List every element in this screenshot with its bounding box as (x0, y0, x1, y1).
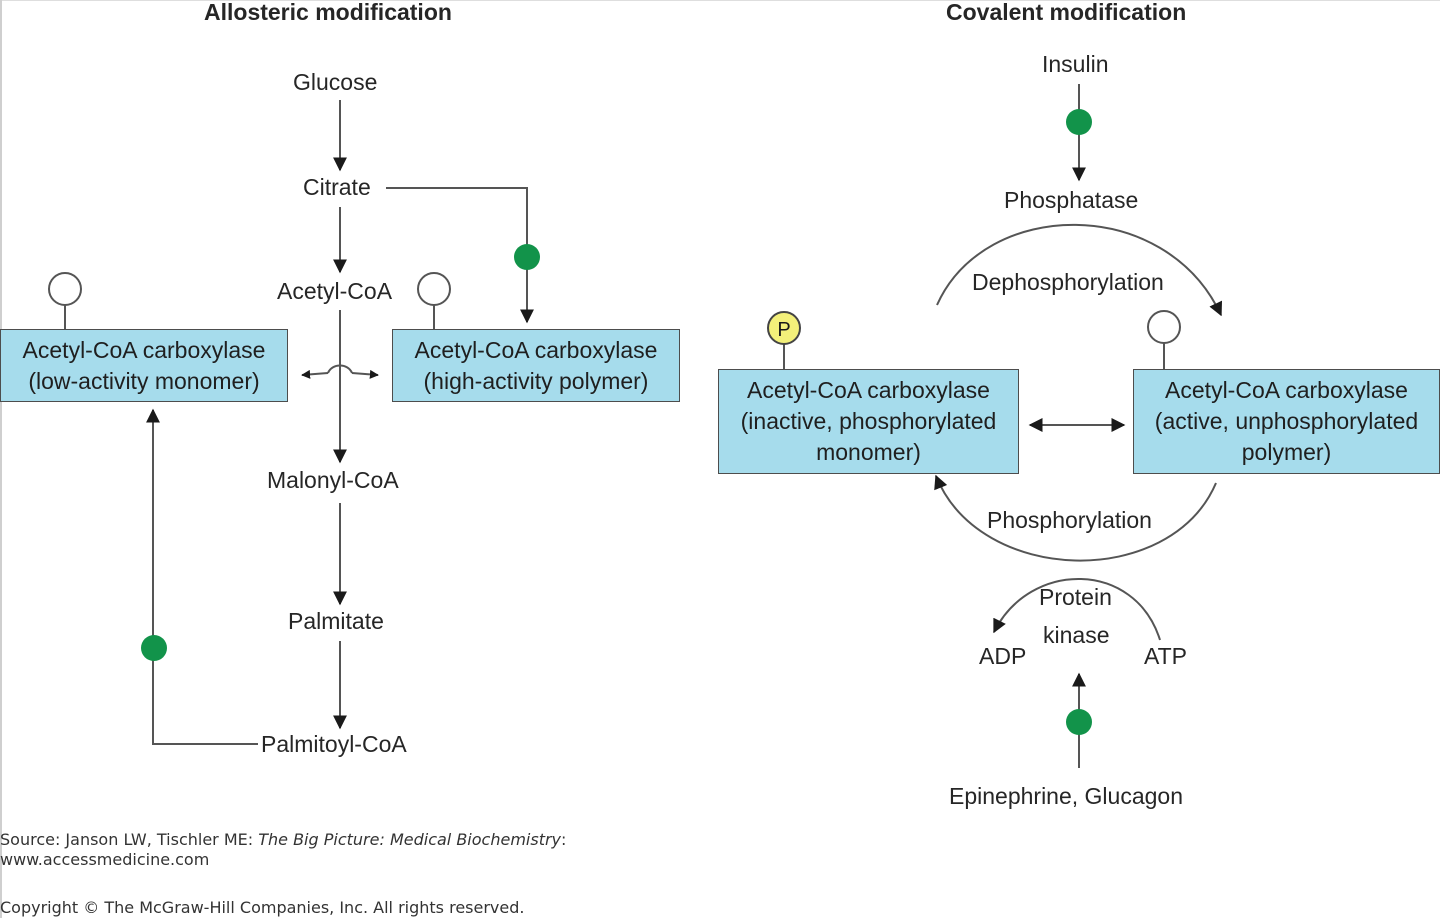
enzyme-box-low-activity: Acetyl-CoA carboxylase (low-activity mon… (0, 329, 288, 402)
arrow-equilibrium-left (301, 369, 329, 379)
heading-covalent: Covalent modification (946, 0, 1187, 25)
label-phosphatase: Phosphatase (1004, 187, 1139, 213)
enzyme-inactive-line2: (inactive, phosphorylated (740, 408, 997, 434)
label-palmitate: Palmitate (288, 608, 384, 634)
source-suffix: : (561, 830, 567, 849)
enzyme-high-line1: Acetyl-CoA carboxylase (414, 336, 658, 363)
atp-to-adp-arc (993, 578, 1161, 641)
dephosphorylation-arc (936, 223, 1222, 317)
enzyme-box-high-activity: Acetyl-CoA carboxylase (high-activity po… (392, 329, 680, 402)
label-epinephrine-glucagon: Epinephrine, Glucagon (949, 783, 1183, 809)
activation-dot-palmitoyl-icon (141, 635, 167, 661)
copyright-notice: Copyright © The McGraw-Hill Companies, I… (0, 898, 525, 917)
arrow-equilibrium-right (351, 369, 379, 379)
covalent-site-active-icon (1147, 310, 1181, 344)
enzyme-box-active: Acetyl-CoA carboxylase (active, unphosph… (1133, 369, 1440, 474)
activation-dot-citrate-icon (514, 244, 540, 270)
heading-allosteric: Allosteric modification (204, 0, 452, 25)
equilibrium-curl (327, 364, 353, 374)
label-dephosphorylation: Dephosphorylation (972, 269, 1164, 295)
label-palmitoyl-coa: Palmitoyl-CoA (261, 731, 407, 757)
enzyme-active-line1: Acetyl-CoA carboxylase (1165, 377, 1408, 403)
label-acetyl-coa: Acetyl-CoA (277, 278, 393, 304)
label-kinase: kinase (1043, 622, 1110, 648)
palmitoyl-coa-feedback-line (146, 408, 258, 745)
phosphate-label: P (777, 319, 790, 341)
source-url: www.accessmedicine.com (0, 850, 210, 869)
enzyme-high-line2: (high-activity polymer) (423, 367, 649, 394)
label-protein: Protein (1039, 584, 1112, 610)
left-border (0, 0, 2, 918)
enzyme-box-inactive: Acetyl-CoA carboxylase (inactive, phosph… (718, 369, 1019, 474)
enzyme-inactive-line3: monomer) (816, 439, 921, 465)
label-insulin: Insulin (1042, 51, 1109, 77)
activation-dot-hormones-icon (1066, 709, 1092, 735)
source-title: The Big Picture: Medical Biochemistry (258, 830, 562, 849)
enzyme-inactive-line1: Acetyl-CoA carboxylase (747, 377, 990, 403)
label-citrate: Citrate (303, 174, 371, 200)
enzyme-low-line2: (low-activity monomer) (28, 367, 260, 394)
allosteric-site-high-icon (417, 272, 451, 306)
phosphorylation-arc (934, 474, 1217, 562)
label-adp: ADP (979, 643, 1027, 669)
label-malonyl-coa: Malonyl-CoA (267, 467, 399, 493)
enzyme-active-line2: (active, unphosphorylated (1154, 408, 1419, 434)
label-glucose: Glucose (293, 69, 378, 95)
source-prefix: Source: Janson LW, Tischler ME: (0, 830, 259, 849)
label-phosphorylation: Phosphorylation (987, 507, 1152, 533)
label-atp: ATP (1144, 643, 1188, 669)
enzyme-low-line1: Acetyl-CoA carboxylase (22, 336, 266, 363)
top-border (0, 0, 1440, 1)
activation-dot-insulin-icon (1066, 109, 1092, 135)
phosphate-icon (767, 311, 801, 345)
allosteric-site-low-icon (48, 272, 82, 306)
citrate-activation-line (386, 187, 534, 324)
source-citation: Source: Janson LW, Tischler ME: The Big … (0, 832, 566, 848)
enzyme-active-line3: polymer) (1241, 439, 1332, 465)
